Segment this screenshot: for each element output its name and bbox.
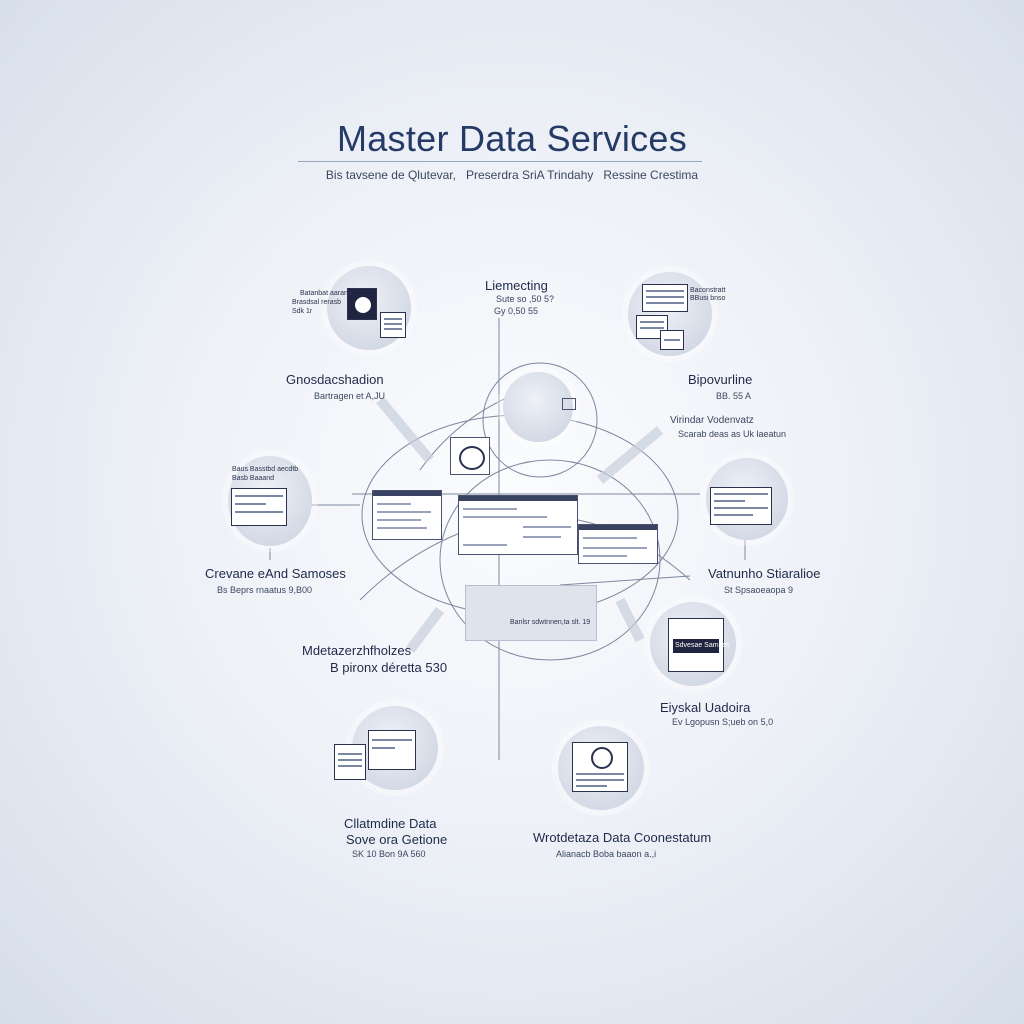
node-top-left-tiny-3: Sdk 1r <box>292 308 313 315</box>
center-caption-panel <box>465 585 597 641</box>
laptop-icon <box>334 744 366 780</box>
node-top-left-sub: Bartragen et A,JU <box>314 391 386 401</box>
center-panel-left[interactable] <box>372 490 442 540</box>
node-bottom-left-sub: SK 10 Bon 9A 560 <box>352 849 426 859</box>
node-left-mid-tiny-2: Basb Baaand <box>232 475 275 482</box>
center-panel-caption: Banlsr sdwtnnen,ta slt. 19 <box>510 619 591 626</box>
screen-icon <box>368 730 416 770</box>
title-divider <box>298 161 702 162</box>
node-top-left-tiny-1: Batanbat aarana <box>300 290 352 297</box>
globe-icon <box>347 288 377 320</box>
clock-panel-icon <box>572 742 628 792</box>
node-top-right-sub: BB. 55 A <box>716 391 752 401</box>
chart-icon <box>660 330 684 350</box>
node-right-mid-label: Vatnunho Stiaralioe <box>708 566 821 581</box>
node-bottom-right-sub: Alianacb Boba baaon a.,i <box>556 849 657 859</box>
node-top-left-label: Gnosdacshadion <box>286 372 384 387</box>
center-panel-right[interactable] <box>578 524 658 564</box>
badge-icon: Sdvesae Samses <box>668 618 729 672</box>
node-right-upper-label: Virindar Vodenvatz <box>670 415 754 426</box>
node-right-mid-sub: St Spsaoeaopa 9 <box>724 585 794 595</box>
node-top-right-tiny-1: Baconstratt <box>690 287 726 294</box>
center-chip-panel[interactable] <box>450 437 490 475</box>
node-left-mid-label: Crevane eAnd Samoses <box>205 566 346 581</box>
page-subtitle: Bis tavsene de Qlutevar, Preserdra SriA … <box>325 168 699 182</box>
badge-label: Sdvesae Samses <box>675 642 730 649</box>
node-left-mid-sub: Bs Beprs rnaatus 9,B00 <box>217 585 313 595</box>
node-bottom-left-label-1: Cllatmdine Data <box>344 816 437 831</box>
table-icon <box>642 284 688 312</box>
node-top-right-label: Bipovurline <box>688 372 753 387</box>
center-sub-2: Gy 0,50 55 <box>494 306 539 316</box>
node-top-right-tiny-2: BBusi bnso <box>690 295 726 302</box>
center-top-node <box>503 372 573 442</box>
node-top-left-tiny-2: Brasdsal rerasb <box>292 299 342 306</box>
node-left-lower-label: Mdetazerzhfholzes <box>302 643 412 658</box>
dashboard-icon <box>710 487 772 525</box>
node-right-lower-label: Eiyskal Uadoira <box>660 700 751 715</box>
center-sub-1: Sute so ,50 5? <box>496 294 555 304</box>
node-right-upper-sub: Scarab deas as Uk laeatun <box>678 429 787 439</box>
center-panel-main[interactable] <box>458 495 578 555</box>
node-bottom-left-label-2: Sove ora Getione <box>346 832 448 847</box>
node-right-lower-sub: Ev Lgopusn S;ueb on 5,0 <box>672 717 774 727</box>
home-icon <box>562 398 576 410</box>
document-icon <box>380 312 406 338</box>
monitor-icon <box>231 488 287 526</box>
center-label: Liemecting <box>485 278 548 293</box>
node-left-mid-tiny-1: Baus Basstbd aecdtb <box>232 466 299 473</box>
node-left-lower-sub: B pironx déretta 530 <box>330 660 448 675</box>
page-title: Master Data Services <box>336 118 688 159</box>
node-bottom-right-label: Wrotdetaza Data Coonestatum <box>533 830 712 845</box>
